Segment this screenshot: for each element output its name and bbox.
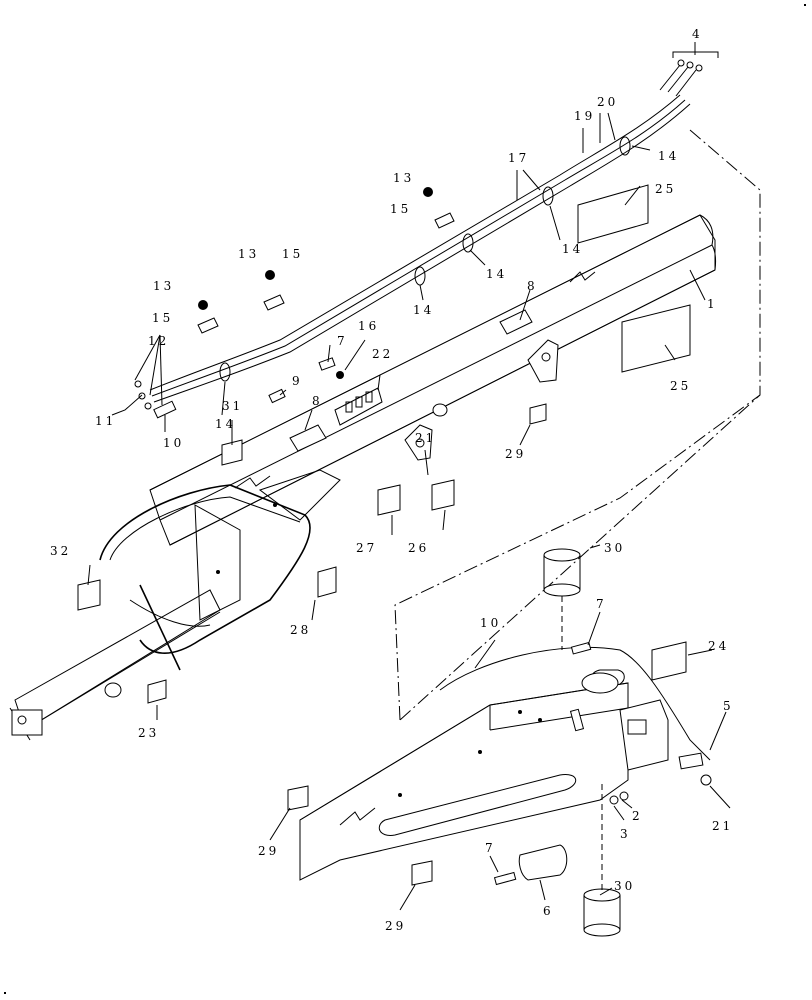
callout-29: 29: [505, 447, 526, 461]
corner-mark: [804, 4, 806, 6]
callout-25: 25: [655, 182, 676, 196]
main-frame-beam: [149, 214, 717, 546]
callout-30: 30: [604, 541, 625, 555]
callout-7: 7: [596, 597, 607, 611]
bushings: [543, 548, 621, 937]
drawbar-arm: [299, 641, 712, 886]
callout-14: 14: [486, 267, 507, 281]
callout-21: 21: [712, 819, 733, 833]
callout-13: 13: [153, 279, 174, 293]
callout-23: 23: [138, 726, 159, 740]
callout-2: 2: [632, 809, 643, 823]
callout-29: 29: [385, 919, 406, 933]
clamp-hardware: [197, 187, 455, 404]
decals-upper: [77, 184, 691, 704]
callout-12: 12: [148, 334, 169, 348]
callout-1: 1: [707, 297, 718, 311]
callout-17: 17: [508, 151, 529, 165]
callout-21: 21: [415, 431, 436, 445]
callout-30: 30: [614, 879, 635, 893]
callout-14: 14: [215, 417, 236, 431]
callout-labels: 1 2 3 4 5 6 7 7 7 8 8 9 10 10 11 12 13 1…: [50, 27, 734, 933]
callout-9: 9: [292, 374, 303, 388]
callout-15: 15: [152, 311, 173, 325]
hitch-tongue: [9, 589, 221, 741]
leader-lines: [87, 42, 731, 911]
callout-14: 14: [658, 149, 679, 163]
callout-16: 16: [358, 319, 379, 333]
callout-8: 8: [312, 394, 323, 408]
callout-26: 26: [408, 541, 429, 555]
callout-14: 14: [413, 303, 434, 317]
callout-10: 10: [480, 616, 501, 630]
callout-31: 31: [222, 399, 243, 413]
callout-7: 7: [485, 841, 496, 855]
hydraulic-hoses: [134, 59, 703, 419]
callout-6: 6: [543, 904, 554, 918]
callout-19: 19: [574, 109, 595, 123]
callout-20: 20: [597, 95, 618, 109]
callout-15: 15: [282, 247, 303, 261]
corner-mark: [4, 992, 6, 994]
callout-32: 32: [50, 544, 71, 558]
callout-28: 28: [290, 623, 311, 637]
decals-lower: [287, 641, 687, 886]
callout-10: 10: [163, 436, 184, 450]
callout-8: 8: [527, 279, 538, 293]
callout-4: 4: [692, 27, 703, 41]
hitch-frame: [99, 469, 341, 671]
callout-29: 29: [258, 844, 279, 858]
callout-24: 24: [708, 639, 729, 653]
assembly-boundary-line: [394, 394, 761, 721]
callout-11: 11: [95, 414, 116, 428]
callout-25: 25: [670, 379, 691, 393]
callout-7: 7: [337, 334, 348, 348]
callout-22: 22: [372, 347, 393, 361]
callout-14: 14: [562, 242, 583, 256]
callout-13: 13: [238, 247, 259, 261]
callout-5: 5: [723, 699, 734, 713]
callout-13: 13: [393, 171, 414, 185]
callout-3: 3: [620, 827, 631, 841]
callout-27: 27: [356, 541, 377, 555]
callout-15: 15: [390, 202, 411, 216]
